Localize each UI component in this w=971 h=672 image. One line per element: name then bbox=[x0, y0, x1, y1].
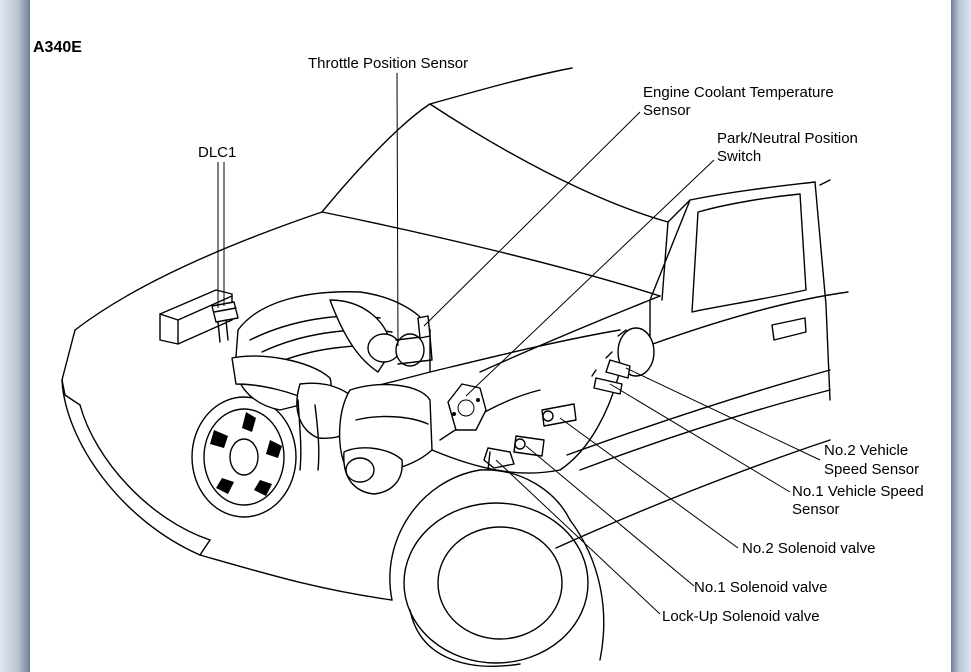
transmission bbox=[429, 327, 655, 474]
leader-lines bbox=[217, 72, 821, 615]
no2-solenoid-valve-label: No.2 Solenoid valve bbox=[742, 540, 875, 557]
front-tire bbox=[403, 502, 589, 667]
no2-vehicle-speed-sensor-label-line2: Speed Sensor bbox=[824, 461, 919, 478]
vehicle-body bbox=[61, 67, 849, 661]
diagram-canvas: A340E Throttle Position Sensor Engine Co… bbox=[30, 0, 951, 672]
lockup-solenoid-valve-label: Lock-Up Solenoid valve bbox=[662, 608, 820, 625]
window-frame-right bbox=[951, 0, 971, 672]
window-frame-left bbox=[0, 0, 30, 672]
coolant-temp-sensor bbox=[417, 315, 431, 339]
vehicle-component-diagram: A340E Throttle Position Sensor Engine Co… bbox=[33, 39, 924, 667]
park-neutral-switch-label-line2: Switch bbox=[717, 148, 761, 165]
park-neutral-switch-label-line1: Park/Neutral Position bbox=[717, 130, 858, 147]
model-code-label: A340E bbox=[33, 39, 82, 56]
throttle-position-sensor-label: Throttle Position Sensor bbox=[308, 55, 468, 72]
dlc1-label: DLC1 bbox=[198, 144, 236, 161]
engine-fan bbox=[191, 396, 297, 518]
no2-vehicle-speed-sensor-label-line1: No.2 Vehicle bbox=[824, 442, 908, 459]
no1-vehicle-speed-sensor-label-line2: Sensor bbox=[792, 501, 840, 518]
no1-vehicle-speed-sensor-label-line1: No.1 Vehicle Speed bbox=[792, 483, 924, 500]
engine-coolant-temp-label-line1: Engine Coolant Temperature bbox=[643, 84, 834, 101]
engine-block bbox=[231, 291, 433, 495]
engine-coolant-temp-label-line2: Sensor bbox=[643, 102, 691, 119]
no1-solenoid-valve-label: No.1 Solenoid valve bbox=[694, 579, 827, 596]
relay-box bbox=[159, 289, 233, 345]
